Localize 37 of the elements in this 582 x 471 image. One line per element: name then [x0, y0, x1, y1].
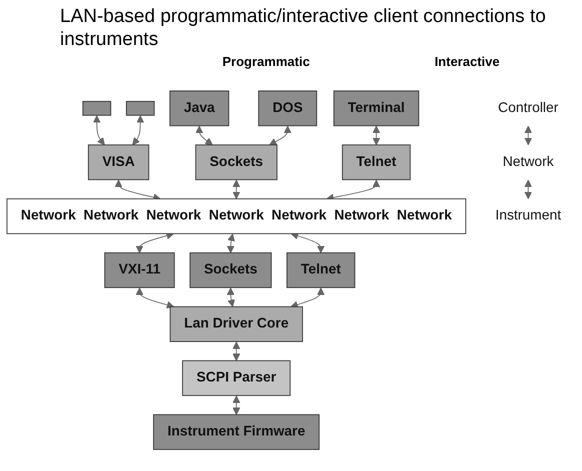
arrow: [524, 125, 532, 145]
arrow: [232, 341, 240, 361]
arrow: [226, 233, 235, 253]
arrow: [226, 287, 235, 307]
arrow: [232, 179, 240, 199]
node-box: VISA: [88, 144, 150, 180]
node-box: DOS: [258, 90, 318, 126]
node-box: Java: [169, 90, 230, 126]
column-heading: Programmatic: [222, 54, 310, 69]
node-box: Instrument Firmware: [153, 414, 320, 450]
diagram-title: LAN-based programmatic/interactive client connections to instruments: [60, 6, 547, 52]
arrow: [132, 114, 144, 145]
node-box: VXI-11: [104, 252, 175, 288]
arrow: [290, 287, 325, 308]
node-box: Sockets: [190, 252, 272, 288]
node-box: Terminal: [333, 90, 420, 126]
node-box: Lan Driver Core: [170, 306, 303, 342]
column-heading: Interactive: [434, 54, 500, 69]
node-box: Network Network Network Network Network Network Network: [6, 198, 466, 234]
arrow: [524, 179, 532, 199]
node-text: Controller: [498, 100, 558, 115]
arrow: [372, 125, 380, 145]
node-box: Telnet: [286, 252, 356, 288]
arrow: [136, 232, 174, 253]
arrow: [269, 125, 292, 145]
node-text: Network: [502, 154, 554, 169]
arrow: [136, 287, 174, 308]
node-box: Telnet: [342, 144, 411, 180]
node-box: [82, 100, 112, 116]
arrow: [92, 114, 105, 145]
node-box: SCPI Parser: [182, 360, 291, 396]
arrow: [232, 395, 240, 415]
node-text: Instrument: [495, 208, 562, 223]
arrow: [195, 125, 213, 145]
node-box: Sockets: [195, 144, 278, 180]
node-box: [126, 100, 155, 116]
arrow: [290, 232, 325, 253]
